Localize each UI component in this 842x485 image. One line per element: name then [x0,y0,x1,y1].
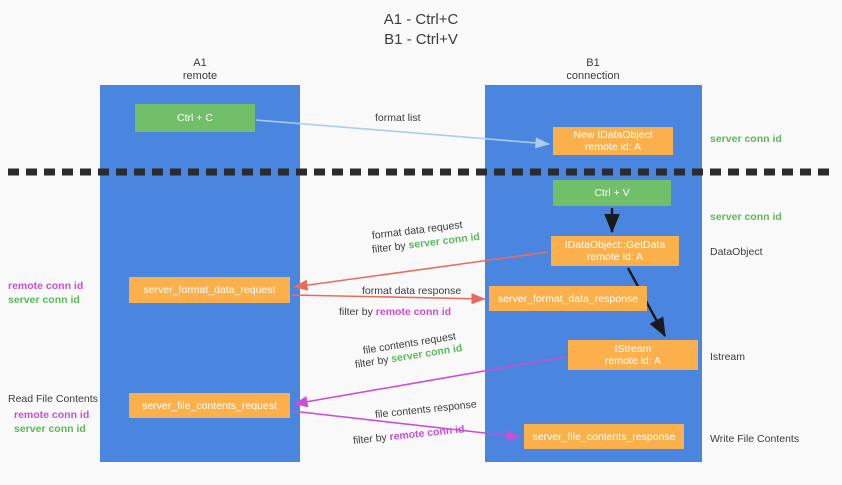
node-server-file-contents-request[interactable]: server_file_contents_request [129,393,290,418]
node-new-idataobject-line1: New IDataObject [573,129,653,141]
filter-prefix: filter by [352,431,391,447]
side-label-left-server-conn-id-2: server conn id [14,423,86,435]
edge-label-format-data-response: format data response [362,285,462,297]
column-b1-name: B1 [586,57,600,69]
title-line-2: B1 - Ctrl+V [384,31,458,48]
node-ctrl-v-label: Ctrl + V [594,187,630,199]
filter-prefix: filter by [339,306,376,318]
edge-label-file-contents-response-filter: filter by remote conn id [352,422,465,448]
node-server-file-contents-response-label: server_file_contents_response [532,430,676,443]
side-label-remote-conn-id-1: remote conn id [8,280,84,292]
edge-label-format-data-response-filter: filter by remote conn id [339,305,451,319]
node-server-format-data-response[interactable]: server_format_data_response [489,286,647,311]
side-label-server-conn-id-2: server conn id [710,211,782,223]
filter-value-remote-conn-id: remote conn id [375,306,452,318]
node-getdata-line1: IDataObject::GetData [564,239,666,251]
side-label-write-file-contents: Write File Contents [710,433,800,445]
side-label-istream: Istream [710,351,746,363]
node-getdata-line2: remote id: A [586,251,643,263]
column-a1-name: A1 [193,57,207,69]
node-server-file-contents-response[interactable]: server_file_contents_response [524,424,684,449]
filter-prefix: filter by [354,353,393,371]
column-header-b1: B1 connection [513,57,673,83]
column-a1-role: remote [182,70,218,82]
node-ctrl-c-label: Ctrl + C [177,112,213,124]
side-label-read-file-contents: Read File Contents [8,393,98,405]
side-label-server-conn-id-1: server conn id [710,133,782,145]
filter-prefix: filter by [371,239,410,256]
node-istream-line1: IStream [614,343,652,355]
node-ctrl-c[interactable]: Ctrl + C [135,104,255,132]
node-ctrl-v[interactable]: Ctrl + V [553,180,671,206]
node-server-format-data-request[interactable]: server_format_data_request [129,277,290,303]
node-new-idataobject[interactable]: New IDataObject remote id: A [553,127,673,155]
column-b1-role: connection [566,70,620,82]
node-istream[interactable]: IStream remote id: A [568,340,698,370]
side-label-remote-conn-id-2: remote conn id [14,409,90,421]
node-idataobject-getdata[interactable]: IDataObject::GetData remote id: A [551,236,679,266]
node-new-idataobject-line2: remote id: A [584,141,642,153]
side-label-dataobject: DataObject [710,246,763,258]
title-line-1: A1 - Ctrl+C [383,11,459,28]
node-server-format-data-response-label: server_format_data_response [497,292,639,305]
diagram-title: A1 - Ctrl+C B1 - Ctrl+V [271,10,571,50]
side-label-left-server-conn-id-1: server conn id [8,294,80,306]
node-server-format-data-request-label: server_format_data_request [143,284,276,296]
node-server-file-contents-request-label: server_file_contents_request [142,399,277,412]
node-istream-line2: remote id: A [604,355,662,367]
filter-value-remote-conn-id: remote conn id [388,423,466,444]
edge-label-file-contents-response: file contents response [374,398,478,421]
column-header-a1: A1 remote [120,57,280,83]
edge-label-format-list: format list [375,112,421,124]
